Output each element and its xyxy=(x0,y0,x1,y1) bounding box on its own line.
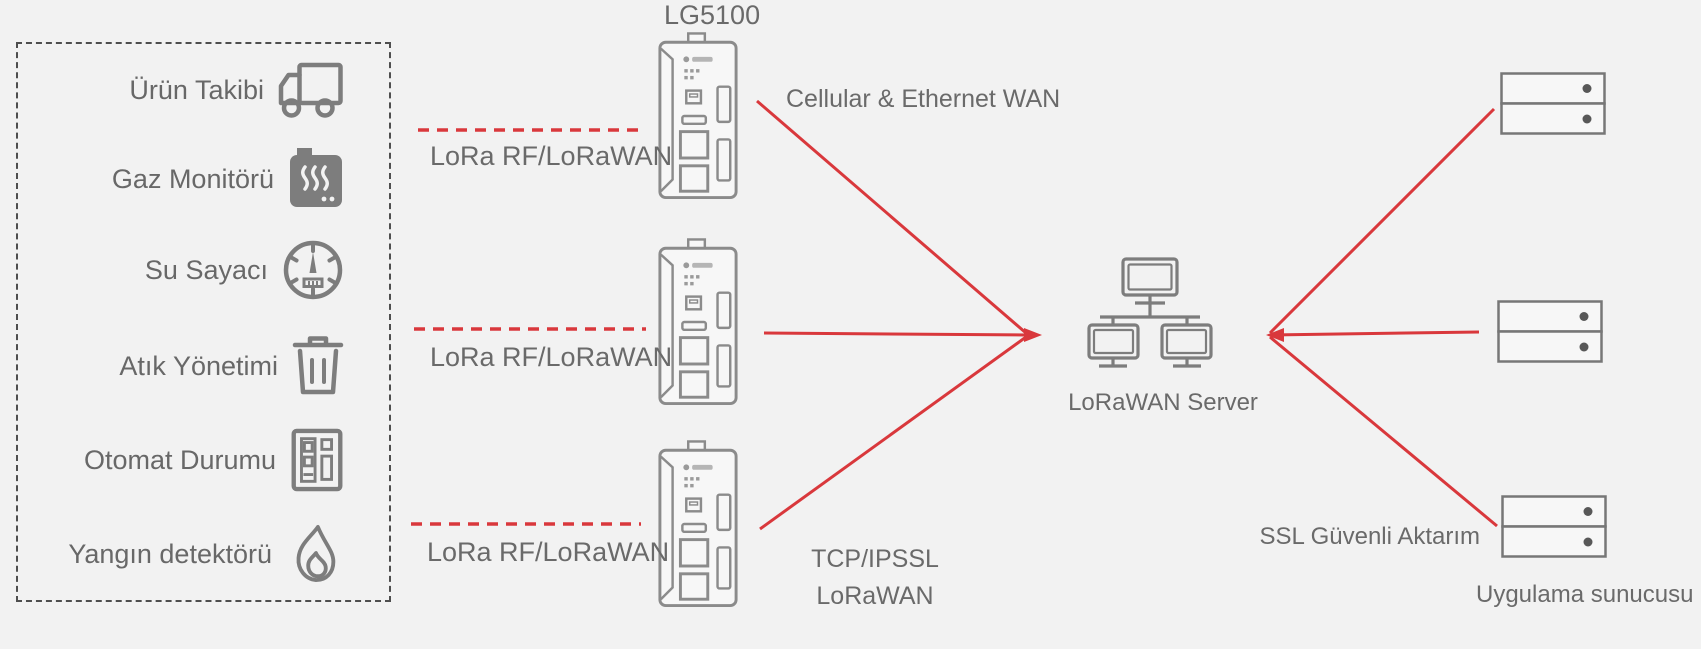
ssl-transfer-label: SSL Güvenli Aktarım xyxy=(1259,523,1480,550)
rack-server-icon xyxy=(1501,495,1607,558)
lora-link-label-1: LoRa RF/LoRaWAN xyxy=(430,141,673,171)
gas-monitor-icon xyxy=(288,148,344,210)
rack-server-icon xyxy=(1500,72,1606,135)
wan-link-label: Cellular & Ethernet WAN xyxy=(786,85,1061,113)
sensor-item-gaz-monitoru: Gaz Monitörü xyxy=(30,147,344,211)
app-server-1 xyxy=(1500,72,1606,136)
gateway-device-icon xyxy=(658,440,738,608)
flame-icon xyxy=(286,522,344,586)
gateway-device-icon xyxy=(658,32,738,200)
sensor-item-label: Atık Yönetimi xyxy=(119,350,278,381)
tcp-link-label: TCP/IPSSL LoRaWAN xyxy=(800,541,950,615)
water-meter-icon xyxy=(282,239,344,301)
app-link-2 xyxy=(1269,330,1480,337)
app-link-3 xyxy=(1269,335,1498,528)
gateway-device-2 xyxy=(648,238,748,406)
lorawan-server-icon xyxy=(1085,255,1215,375)
app-server-2 xyxy=(1497,300,1603,364)
sensor-item-atik-yonetimi: Atık Yönetimi xyxy=(30,334,344,398)
wan-link-1 xyxy=(756,99,1027,335)
sensor-item-label: Otomat Durumu xyxy=(83,444,276,475)
lorawan-server-label: LoRaWAN Server xyxy=(1068,389,1258,416)
sensor-item-su-sayaci: Su Sayacı xyxy=(30,238,344,302)
hub-arrow-right-icon xyxy=(1024,328,1042,342)
gateway-model-label: LG5100 xyxy=(664,0,761,30)
wan-link-3 xyxy=(759,335,1027,531)
sensor-group-panel xyxy=(16,42,391,602)
hub-arrow-left-icon xyxy=(1266,328,1284,342)
tcp-link-label-line1: TCP/IPSSL xyxy=(811,545,939,573)
gateway-device-1 xyxy=(648,32,748,200)
gateway-device-icon xyxy=(658,238,738,406)
sensor-item-label: Su Sayacı xyxy=(144,254,268,285)
sensor-item-yangin-detektoru: Yangın detektörü xyxy=(30,522,344,586)
trash-icon xyxy=(292,335,344,397)
sensor-item-label: Gaz Monitörü xyxy=(111,163,274,194)
rack-server-icon xyxy=(1497,300,1603,363)
app-server-label: Uygulama sunucusu xyxy=(1476,581,1694,608)
wan-link-2 xyxy=(763,331,1027,337)
lora-link-label-2: LoRa RF/LoRaWAN xyxy=(430,342,673,372)
lora-link-label-3: LoRa RF/LoRaWAN xyxy=(427,537,670,567)
sensor-item-otomat-durumu: Otomat Durumu xyxy=(30,428,344,492)
sensor-item-label: Ürün Takibi xyxy=(129,74,264,105)
truck-icon xyxy=(278,61,344,119)
sensor-item-label: Yangın detektörü xyxy=(68,538,272,569)
app-link-1 xyxy=(1268,107,1496,335)
vending-machine-icon xyxy=(290,428,344,492)
tcp-link-label-line2: LoRaWAN xyxy=(816,582,934,610)
sensor-item-urun-takibi: Ürün Takibi xyxy=(30,58,344,122)
gateway-device-3 xyxy=(648,440,748,608)
app-server-3 xyxy=(1501,495,1607,559)
